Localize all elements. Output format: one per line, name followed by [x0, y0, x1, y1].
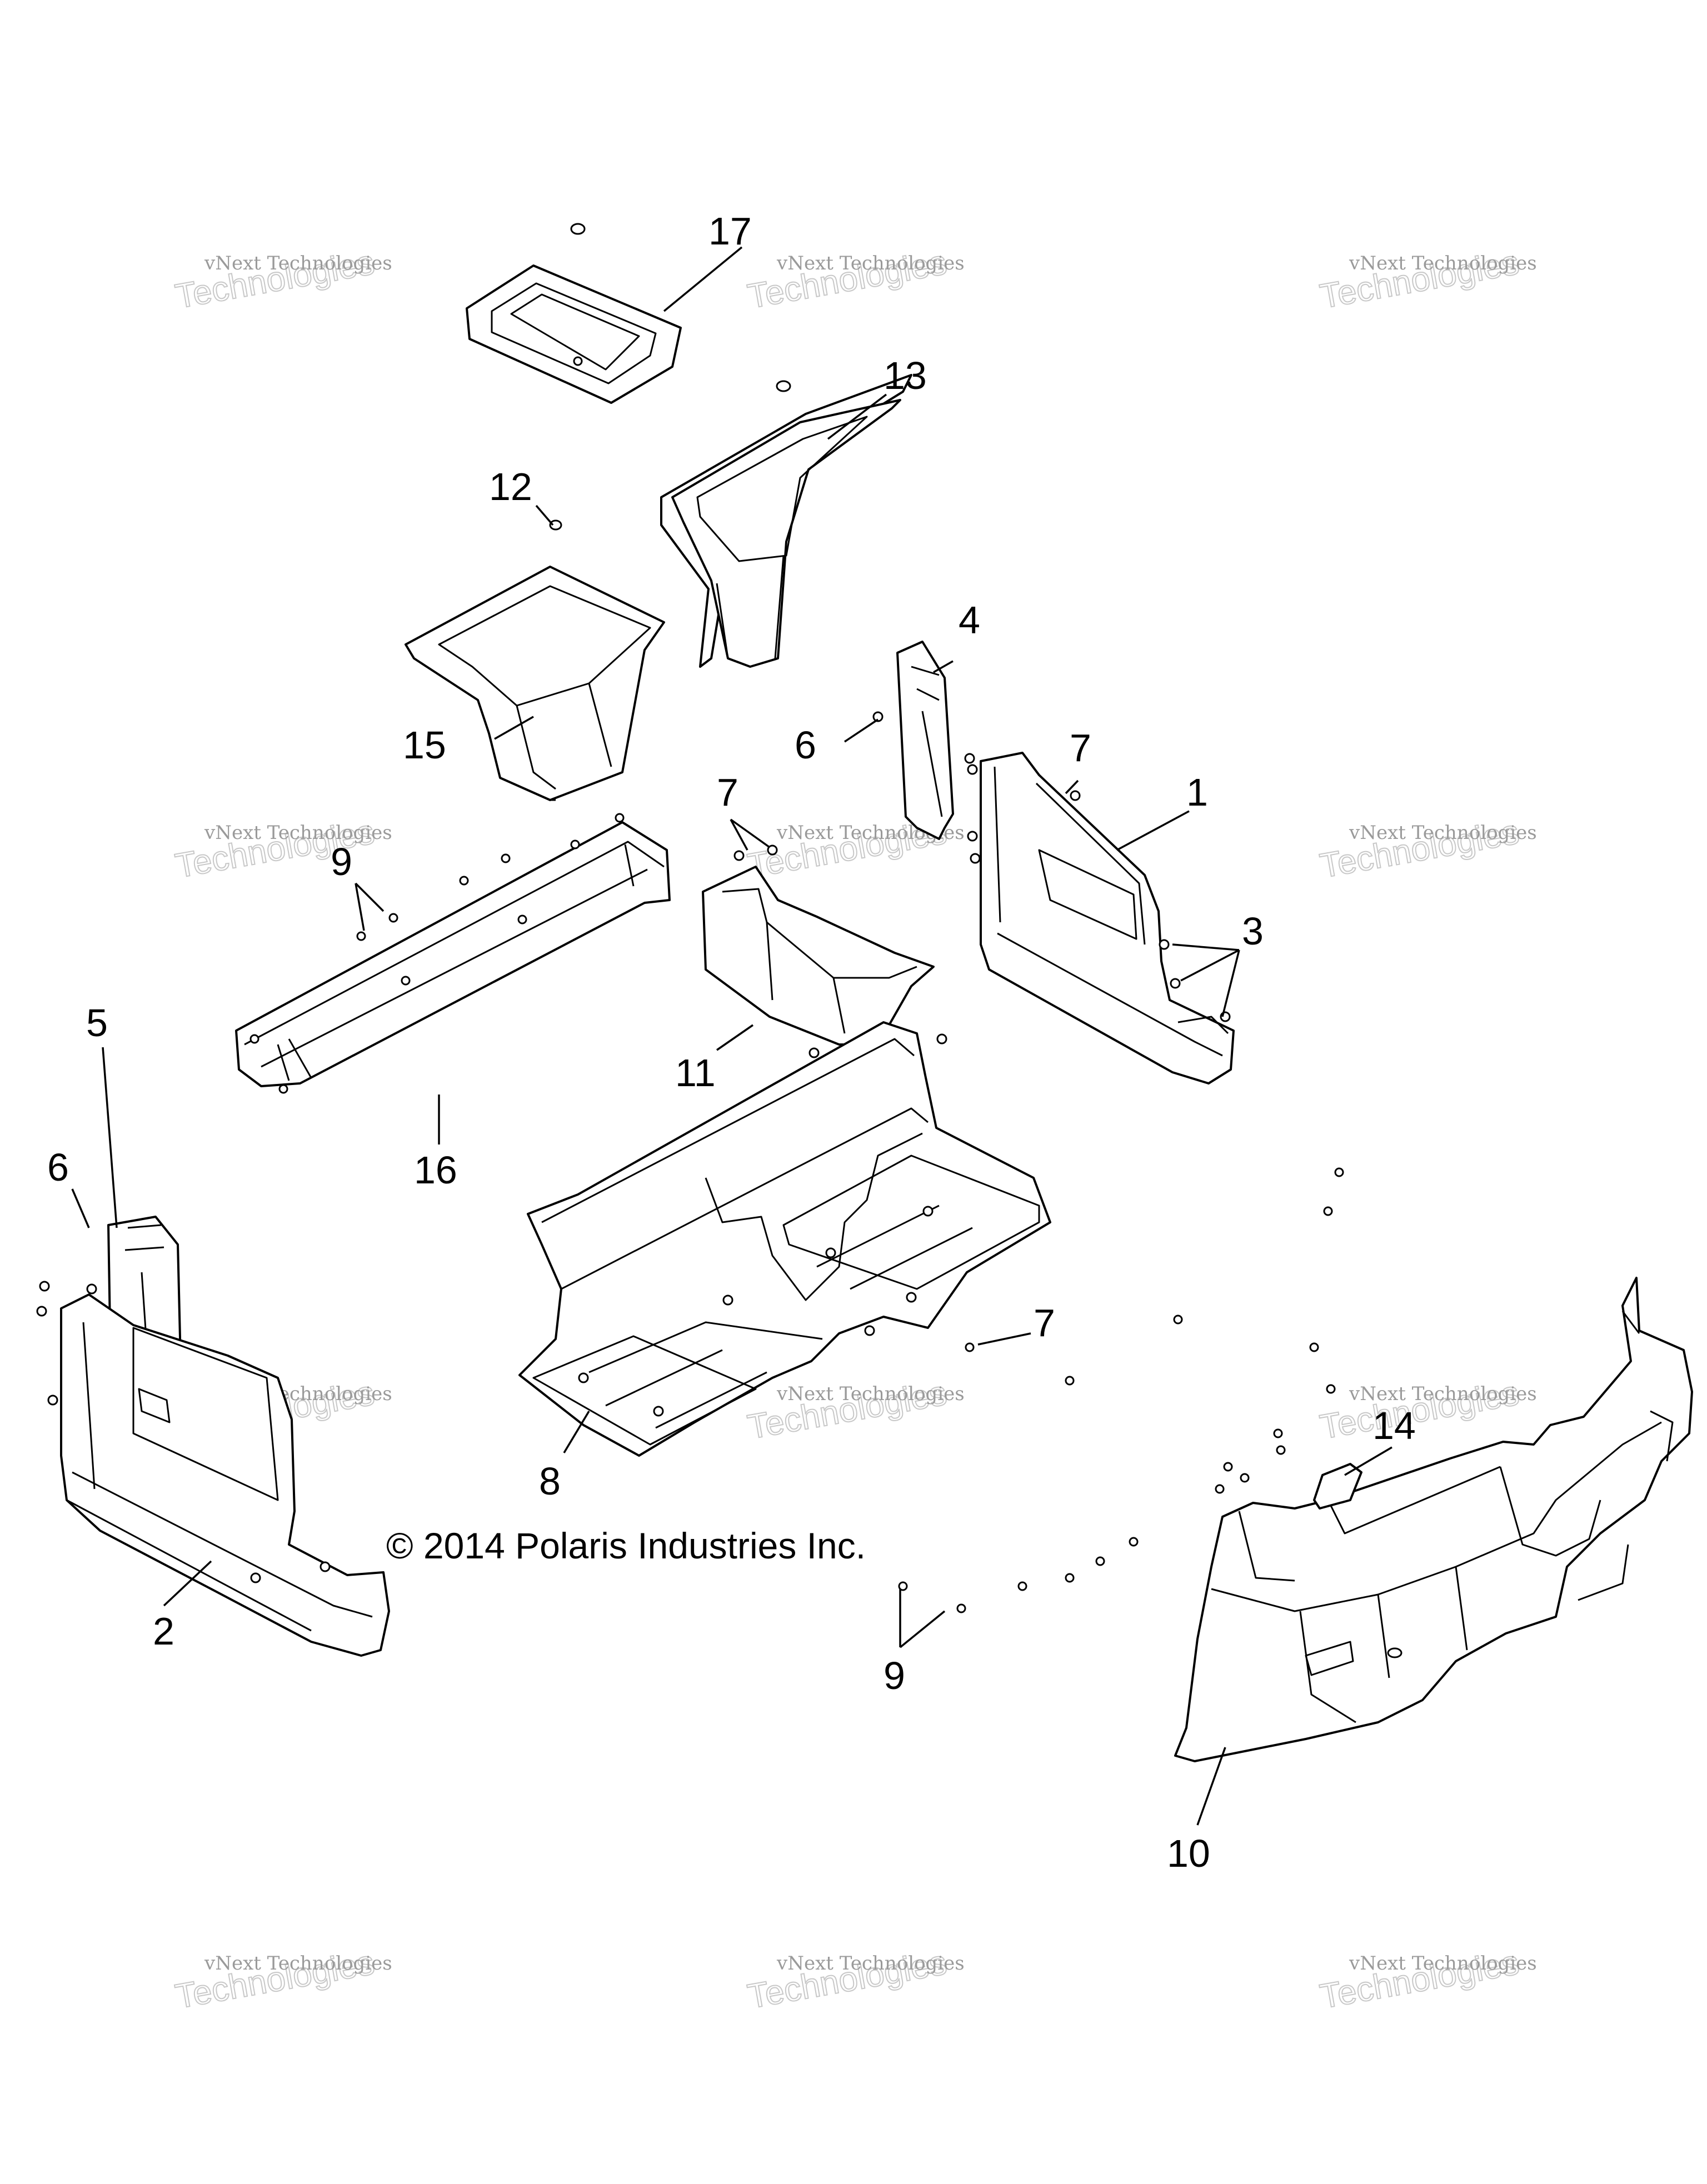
part-8-floor-pan	[518, 1021, 1051, 1457]
callout-14: 13	[884, 354, 927, 397]
watermark: Technologies vNext Technologies	[172, 243, 392, 317]
svg-text:vNext Technologies: vNext Technologies	[204, 1952, 392, 1975]
copyright-text: © 2014 Polaris Industries Inc.	[386, 1525, 866, 1566]
part-15-storage-bin	[405, 566, 665, 801]
watermark: Technologies vNext Technologies	[1316, 243, 1537, 317]
svg-text:vNext Technologies: vNext Technologies	[204, 822, 392, 844]
callout-9: 9	[884, 1654, 905, 1697]
part-14-storage-bin	[660, 374, 912, 668]
callout-4: 4	[959, 598, 980, 642]
svg-text:vNext Technologies: vNext Technologies	[1349, 822, 1537, 844]
callout-13: 12	[489, 465, 532, 508]
watermark: Technologies vNext Technologies	[172, 1943, 392, 2017]
svg-text:vNext Technologies: vNext Technologies	[1349, 1952, 1537, 1975]
callout-6: 6	[47, 1146, 69, 1189]
part-2-left-side-panel	[36, 1281, 390, 1657]
callout-6: 6	[795, 723, 816, 767]
callout-3: 3	[1242, 909, 1264, 953]
leader-lines	[71, 246, 1392, 1826]
part-13-grommet	[549, 519, 562, 531]
svg-text:vNext Technologies: vNext Technologies	[1349, 252, 1537, 274]
part-16-cross-member	[235, 813, 671, 1094]
callout-10: 10	[1167, 1832, 1210, 1875]
callout-5: 5	[86, 1001, 108, 1044]
svg-text:vNext Technologies: vNext Technologies	[776, 1952, 965, 1975]
svg-text:vNext Technologies: vNext Technologies	[204, 252, 392, 274]
watermark: Technologies vNext Technologies	[1316, 1943, 1537, 2017]
callout-1: 1	[1186, 771, 1208, 814]
part-3-fasteners	[1159, 939, 1231, 1022]
part-10-rear-panel	[1174, 1277, 1693, 1762]
svg-text:vNext Technologies: vNext Technologies	[776, 1383, 965, 1405]
callout-8: 8	[539, 1460, 561, 1503]
callout-labels: 17 13 12 15 4 6 7 1 3 7 9 11 16 5 6 7 8 …	[47, 209, 1416, 1875]
part-9-fasteners	[898, 1167, 1344, 1613]
callout-15: 15	[403, 723, 446, 767]
part-12-center-bracket	[702, 844, 935, 1058]
watermark: Technologies vNext Technologies	[1316, 1373, 1537, 1447]
watermark: Technologies vNext Technologies	[1316, 812, 1537, 886]
part-11-pad	[1313, 1463, 1362, 1510]
watermark: Technologies vNext Technologies	[172, 812, 392, 886]
watermark: Technologies vNext Technologies	[744, 1943, 965, 2017]
part-4-side-bracket	[872, 641, 954, 840]
callout-7: 7	[717, 771, 738, 814]
callout-7: 7	[1070, 726, 1091, 769]
callout-9: 9	[331, 840, 352, 883]
watermark: Technologies vNext Technologies	[744, 1373, 965, 1447]
callout-11: 14	[1372, 1404, 1416, 1447]
callout-7: 7	[1034, 1301, 1055, 1345]
part-17-tray-lid	[466, 223, 682, 404]
svg-text:vNext Technologies: vNext Technologies	[1349, 1383, 1537, 1405]
svg-text:vNext Technologies: vNext Technologies	[776, 252, 965, 274]
callout-16: 16	[414, 1148, 457, 1192]
callout-12: 11	[675, 1051, 716, 1095]
part-1-right-side-panel	[964, 752, 1235, 1084]
watermark: Technologies vNext Technologies	[744, 243, 965, 317]
callout-2: 2	[153, 1610, 174, 1653]
callout-17: 17	[708, 209, 752, 253]
